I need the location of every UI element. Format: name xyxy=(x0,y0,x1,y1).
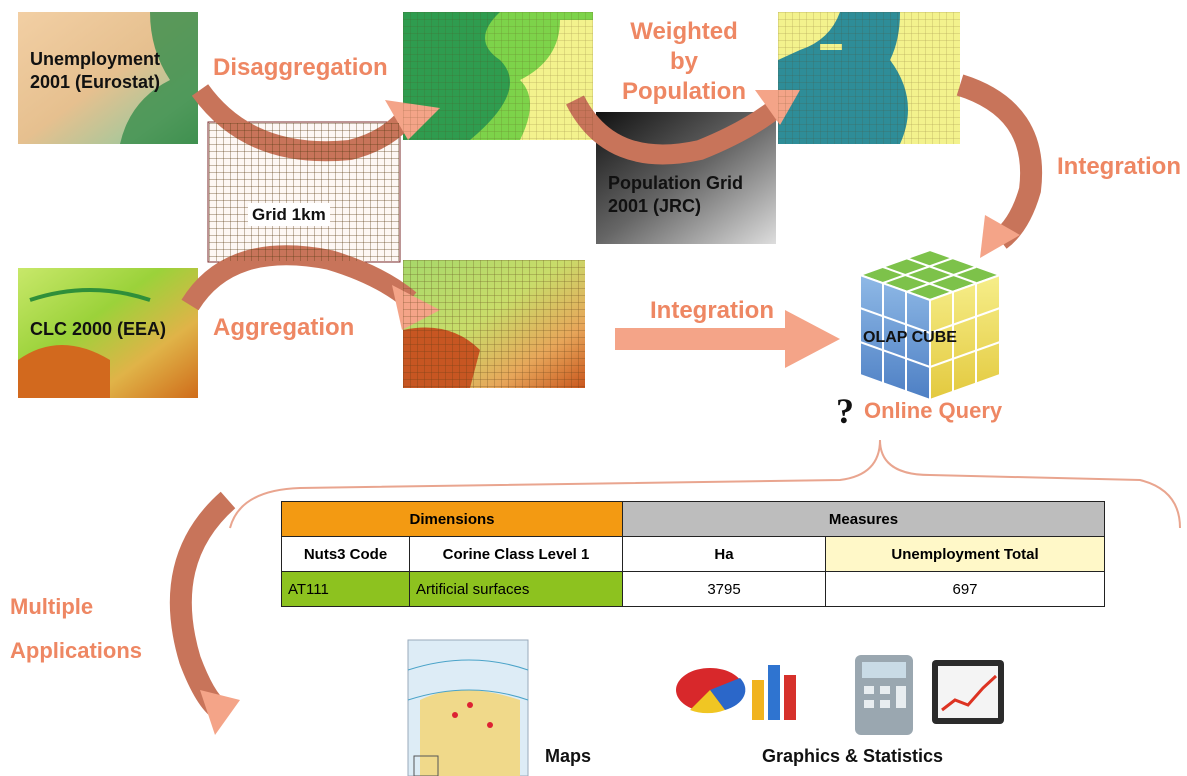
table-row: AT111 Artificial surfaces 3795 697 xyxy=(281,571,1105,607)
weighted-map xyxy=(778,12,960,144)
maps-label: Maps xyxy=(545,746,592,766)
aggregated-grid-texture xyxy=(403,260,585,388)
olap-cube-label: OLAP CUBE xyxy=(863,329,957,346)
measures-header: Measures xyxy=(622,501,1105,537)
data-table: Dimensions Measures Nuts3 Code Corine Cl… xyxy=(281,501,1105,607)
population-label: Population Grid 2001 (JRC) xyxy=(608,173,743,216)
question-mark: ? xyxy=(836,391,854,431)
table-column-header-row: Nuts3 Code Corine Class Level 1 Ha Unemp… xyxy=(281,536,1105,572)
column-header: Corine Class Level 1 xyxy=(409,536,623,572)
integration-right-arrow xyxy=(956,74,1043,258)
dimensions-header: Dimensions xyxy=(281,501,623,537)
tablet-chart-icon xyxy=(932,660,1004,724)
table-cell: Artificial surfaces xyxy=(409,571,623,607)
query-bracket xyxy=(229,439,1181,529)
column-header: Unemployment Total xyxy=(825,536,1105,572)
clc-map xyxy=(18,268,198,398)
graphics-label: Graphics & Statistics xyxy=(762,746,944,766)
disaggregation-arrow xyxy=(191,84,440,162)
multiple-applications-label: Multiple Applications xyxy=(10,594,143,663)
column-header: Ha xyxy=(622,536,826,572)
calculator-icon xyxy=(855,655,913,735)
aggregation-label: Aggregation xyxy=(213,314,355,341)
grid-label: Grid 1km xyxy=(248,203,330,227)
column-header: Nuts3 Code xyxy=(281,536,410,572)
grid-1km-texture xyxy=(209,123,399,261)
online-query-label: Online Query xyxy=(864,398,1003,423)
weighted-label: Weighted by Population xyxy=(622,18,746,105)
multiple-applications-arrow xyxy=(169,491,240,735)
olap-cube xyxy=(857,248,1003,402)
unemployment-label: Unemployment 2001 (Eurostat) xyxy=(30,49,161,92)
disaggregation-label: Disaggregation xyxy=(213,54,388,81)
disaggregated-grid-texture xyxy=(403,12,593,140)
table-cell: 697 xyxy=(825,571,1105,607)
bar-chart-icon xyxy=(752,665,796,720)
table-group-header-row: Dimensions Measures xyxy=(281,501,1105,537)
table-cell: AT111 xyxy=(281,571,410,607)
pie-chart-icon xyxy=(676,668,746,714)
weighted-grid-texture xyxy=(778,12,960,144)
europe-map xyxy=(407,639,529,776)
integration-right-label: Integration xyxy=(1057,153,1181,180)
aggregation-arrow xyxy=(181,245,440,330)
aggregated-map xyxy=(403,260,585,388)
clc-label: CLC 2000 (EEA) xyxy=(30,319,167,339)
integration-center-label: Integration xyxy=(650,297,774,324)
integration-center-arrow xyxy=(615,310,840,368)
unemployment-map xyxy=(18,12,198,144)
table-cell: 3795 xyxy=(622,571,826,607)
weighted-arrow xyxy=(566,90,800,165)
